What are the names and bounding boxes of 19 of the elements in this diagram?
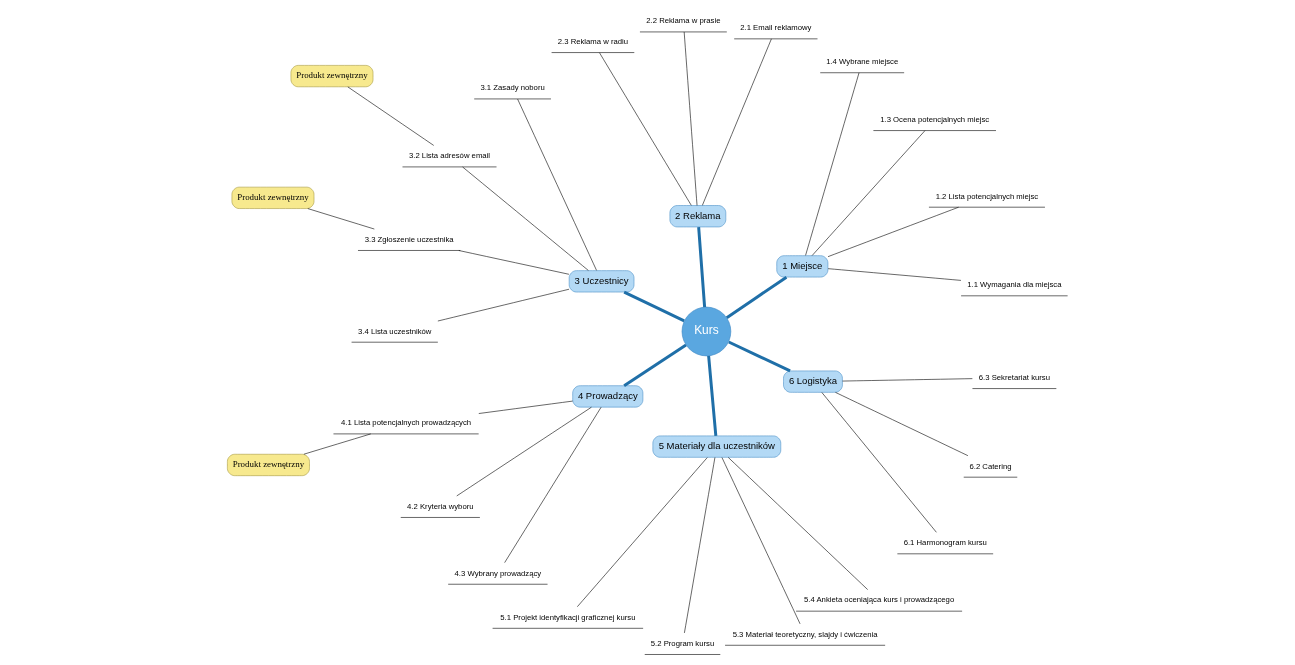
node-box: 4 Prowadzący	[572, 385, 644, 408]
node-circle: Kurs	[681, 306, 732, 357]
node-box: 1 Miejsce	[776, 255, 829, 278]
connector	[623, 290, 685, 323]
connector	[827, 206, 959, 257]
connector	[725, 275, 788, 319]
connector	[623, 343, 687, 387]
node-box: 5 Materiały dla uczestników	[652, 435, 782, 458]
connector	[728, 340, 791, 373]
node-box: 6 Logistyka	[783, 370, 843, 393]
node-box: 2 Reklama	[669, 205, 727, 228]
node-box: Produkt zewnętrzny	[290, 65, 374, 88]
connector	[707, 355, 718, 436]
node-box: 3 Uczestnicy	[568, 270, 635, 293]
node-box: Produkt zewnętrzny	[231, 186, 315, 209]
connector	[303, 433, 372, 455]
connector	[458, 250, 570, 275]
connector	[697, 226, 707, 308]
node-box: Produkt zewnętrzny	[227, 453, 310, 476]
